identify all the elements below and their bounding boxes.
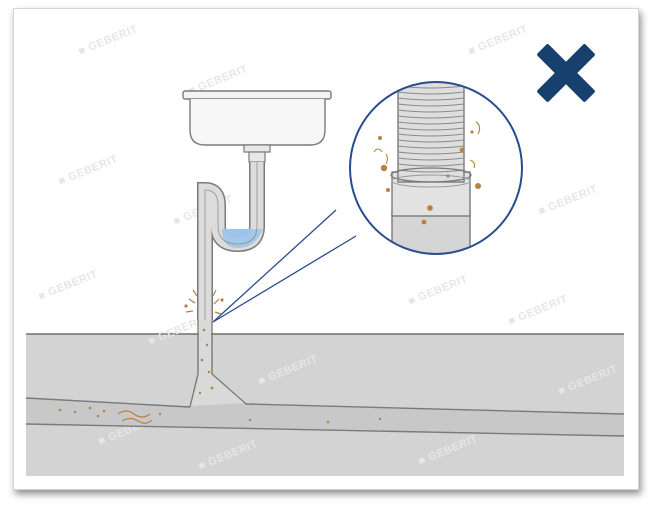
debris [58,328,382,424]
watermark-text: ■ GEBERIT [57,153,120,188]
magnifier-detail [349,81,523,255]
watermark-text: ■ GEBERIT [537,183,600,218]
siphon-trap [197,162,265,320]
drain-pipe [25,397,625,437]
cross-icon [537,44,595,102]
watermark-text: ■ GEBERIT [507,293,570,328]
watermark-text: ■ GEBERIT [467,23,530,58]
watermark-text: ■ GEBERIT [407,273,470,308]
sink-basin [182,90,332,163]
leak-spray [184,289,224,315]
downpipe [189,318,247,408]
callout-lines [212,209,357,323]
watermark-text: ■ GEBERIT [37,268,100,303]
watermark-text: ■ GEBERIT [77,23,140,58]
